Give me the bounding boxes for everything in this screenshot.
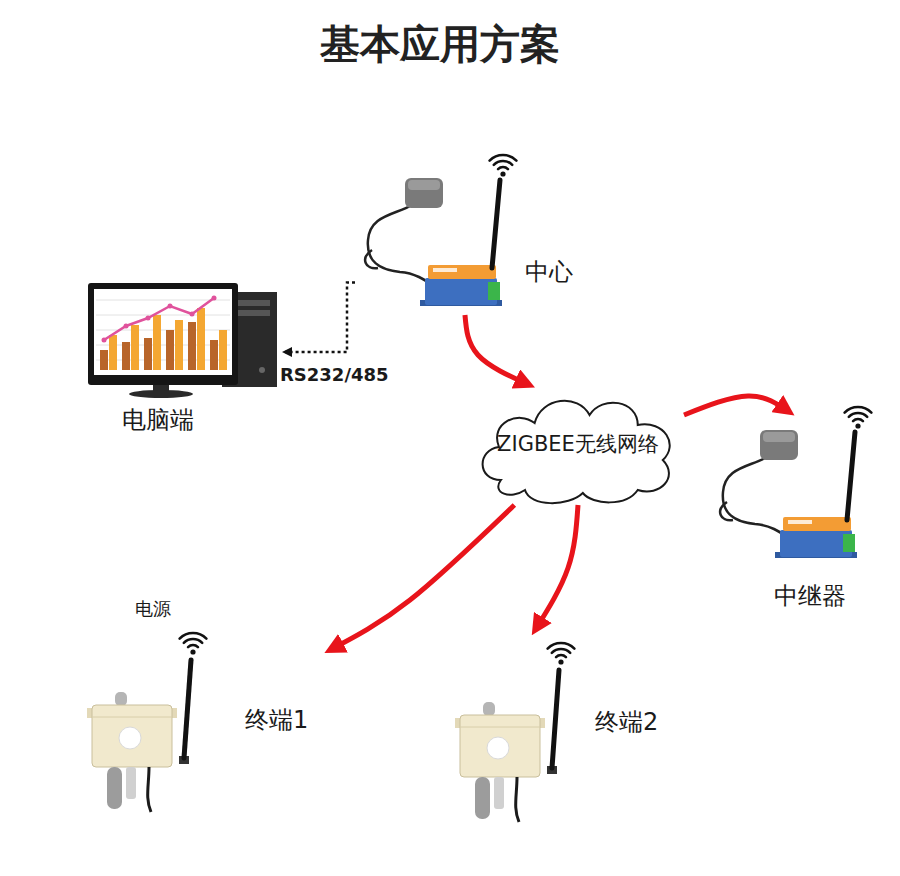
terminal-picture bbox=[87, 633, 206, 812]
terminal-device: 终端2 bbox=[450, 630, 680, 820]
annotation-label: 电源 bbox=[133, 598, 173, 620]
wireless-arrow bbox=[330, 505, 514, 650]
terminal-picture bbox=[455, 643, 574, 822]
center-device: 中心 bbox=[355, 160, 590, 315]
center-device-picture bbox=[365, 155, 516, 306]
repeater-device-picture bbox=[720, 407, 871, 558]
repeater-device: 中继器 bbox=[706, 412, 876, 617]
node-label: 终端2 bbox=[595, 708, 658, 737]
diagram-title: 基本应用方案 bbox=[0, 20, 880, 68]
wireless-arrow bbox=[535, 505, 578, 630]
node-label: 电脑端 bbox=[122, 406, 194, 435]
node-label: 终端1 bbox=[245, 706, 308, 735]
node-label: 中心 bbox=[525, 258, 573, 287]
node-label: 中继器 bbox=[774, 582, 846, 611]
terminal-device: 终端1 bbox=[85, 620, 330, 815]
network-cloud: ZIGBEE无线网络 bbox=[472, 385, 684, 505]
serial-link-arrow bbox=[285, 282, 355, 352]
node-label: ZIGBEE无线网络 bbox=[497, 432, 659, 457]
edge-label: RS232/485 bbox=[278, 364, 391, 386]
computer-picture bbox=[88, 283, 277, 398]
wireless-arrow bbox=[684, 396, 789, 415]
chart-bars bbox=[100, 308, 227, 370]
computer-node: 电脑端 bbox=[80, 278, 285, 440]
wireless-arrow bbox=[465, 315, 529, 385]
cloud-shape bbox=[483, 401, 670, 503]
